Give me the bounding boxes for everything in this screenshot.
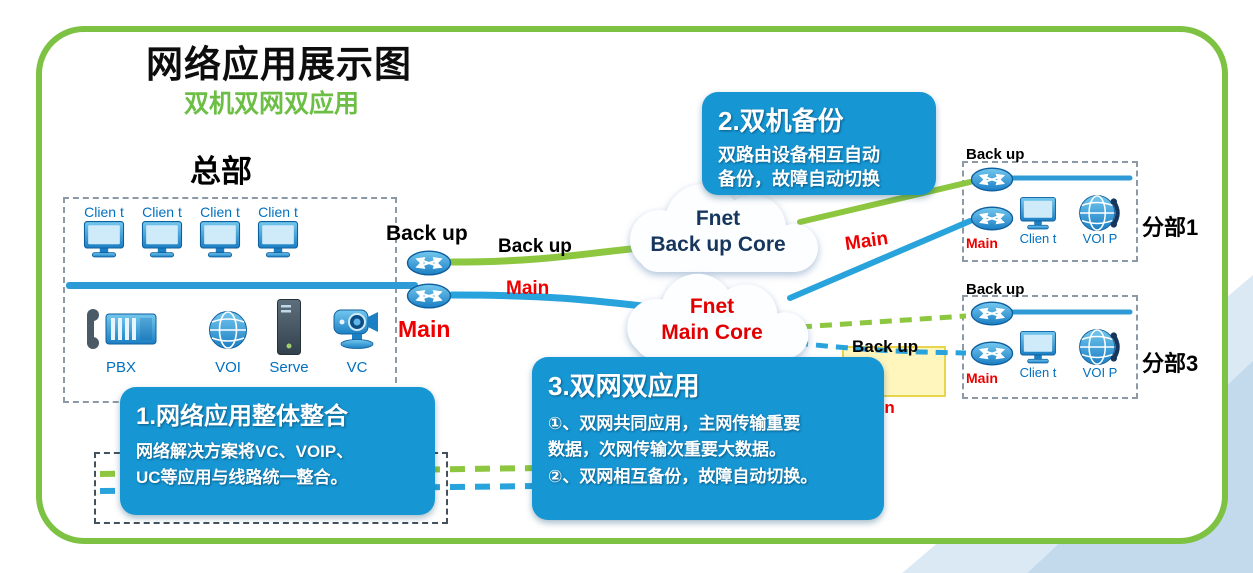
branch3-voip-icon [1078, 328, 1122, 366]
vc-label: VC [346, 359, 368, 376]
callout-3-line2: 数据，次网传输次重要大数据。 [548, 440, 786, 460]
callout-3-title: 3.双网双应用 [548, 371, 700, 401]
server-label: Serve [269, 359, 309, 376]
hq-client-3: Clien t [192, 204, 248, 258]
hq-main-router-label: Main [398, 316, 451, 342]
callout-2-title: 2.双机备份 [718, 106, 844, 136]
callout-3-line3: ②、双网相互备份，故障自动切换。 [548, 466, 818, 486]
pbx-icon [84, 306, 158, 352]
link-backup-label: Back up [498, 236, 572, 257]
branch3-client-label: Clien t [1019, 365, 1057, 380]
callout-1: 1.网络应用整体整合 网络解决方案将VC、VOIP、 UC等应用与线路统一整合。 [120, 387, 435, 515]
cloud-name: Fnet [689, 295, 735, 319]
server-icon [276, 298, 302, 356]
hq-main-router-icon [406, 283, 452, 309]
callout-1-line1: 网络解决方案将VC、VOIP、 [136, 442, 354, 461]
branch1-main-router-icon [970, 206, 1014, 231]
branch3-backup-label: Back up [966, 281, 1025, 298]
callout-2-line1: 双路由设备相互自动 [718, 145, 880, 165]
client-monitor-icon [82, 220, 126, 258]
callout-2: 2.双机备份 双路由设备相互自动 备份，故障自动切换 [702, 92, 936, 195]
cloud-name: Fnet [695, 207, 741, 231]
callout-1-line2: UC等应用与线路统一整合。 [136, 467, 348, 487]
callout-3: 3.双网双应用 ①、双网共同应用，主网传输重要 数据，次网传输次重要大数据。 ②… [532, 357, 884, 520]
cloud-core-label: Back up Core [650, 232, 786, 256]
callout-3-line1: ①、双网共同应用，主网传输重要 [548, 414, 801, 433]
client-monitor-icon [198, 220, 242, 258]
page-subtitle: 双机双网双应用 [184, 90, 360, 118]
branch3-backup-link-label: Back up [852, 337, 919, 356]
hq-client-4: Clien t [250, 204, 306, 258]
branch1-main-label: Main [966, 235, 998, 251]
page-title: 网络应用展示图 [146, 44, 412, 85]
branch1-voip-label: VOI P [1082, 231, 1118, 246]
hq-client-1: Clien t [76, 204, 132, 258]
branch1-client-monitor-icon [1018, 196, 1058, 230]
branch1-client-label: Clien t [1019, 231, 1057, 246]
branch1-backup-label: Back up [966, 146, 1025, 163]
branch3-voip-label: VOI P [1082, 365, 1118, 380]
hq-bus-line [66, 282, 418, 289]
cloud-core-label: Main Core [661, 320, 763, 344]
branch3-client-monitor-icon [1018, 330, 1058, 364]
branch1-main-link-label: Main [843, 228, 890, 255]
pbx-label: PBX [105, 359, 136, 376]
client-label: Clien t [258, 204, 298, 220]
branch3-backup-router-icon [970, 301, 1014, 326]
callout-1-title: 1.网络应用整体整合 [136, 403, 349, 430]
branch1-backup-router-icon [970, 167, 1014, 192]
branch1-voip-icon [1078, 194, 1122, 232]
branch3-main-label: Main [966, 370, 998, 386]
client-label: Clien t [200, 204, 240, 220]
client-monitor-icon [256, 220, 300, 258]
branch3-main-router-icon [970, 341, 1014, 366]
voip-label: VOI [215, 359, 241, 376]
hq-title: 总部 [190, 154, 252, 189]
callout-2-line2: 备份，故障自动切换 [718, 169, 880, 190]
branch1-name: 分部1 [1142, 215, 1199, 240]
hq-backup-router-icon [406, 250, 452, 276]
voip-globe-icon [208, 310, 248, 350]
client-label: Clien t [84, 204, 124, 220]
client-monitor-icon [140, 220, 184, 258]
link-main-label: Main [506, 278, 550, 299]
vc-camera-icon [332, 304, 382, 350]
hq-client-2: Clien t [134, 204, 190, 258]
branch3-name: 分部3 [1142, 351, 1199, 376]
hq-backup-router-label: Back up [386, 222, 468, 245]
client-label: Clien t [142, 204, 182, 220]
